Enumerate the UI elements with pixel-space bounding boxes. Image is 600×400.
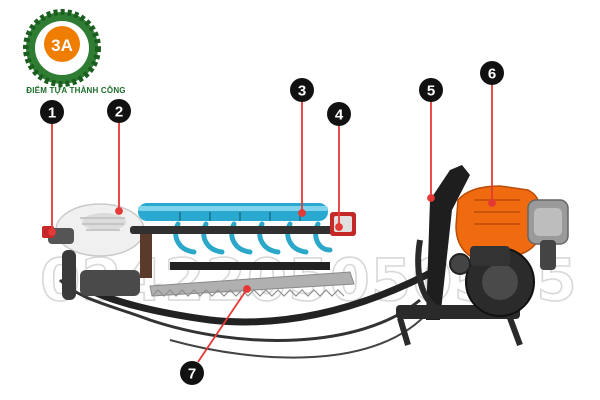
callout-number-5: 5	[427, 83, 435, 100]
callout-leader-lines	[48, 84, 496, 363]
callout-badge-7: 7	[180, 361, 204, 385]
callout-badge-6: 6	[480, 61, 504, 85]
engine-assembly	[449, 185, 569, 317]
callout-badge-5: 5	[419, 78, 443, 102]
air-tube	[138, 203, 328, 221]
leader-dot-7	[243, 285, 251, 293]
callout-number-6: 6	[488, 66, 496, 83]
callout-number-4: 4	[335, 107, 344, 124]
logo-caption: ĐIỂM TỰA THÀNH CÔNG	[26, 86, 126, 95]
callout-badge-2: 2	[107, 99, 131, 123]
leader-dot-4	[335, 223, 343, 231]
leader-dot-1	[48, 228, 56, 236]
brand-logo: 3A AAA	[23, 9, 101, 87]
leader-line-7	[197, 288, 248, 363]
callout-number-3: 3	[298, 83, 306, 100]
leader-dot-3	[298, 209, 306, 217]
callout-badge-4: 4	[327, 102, 351, 126]
callout-badge-1: 1	[40, 100, 64, 124]
leader-dot-5	[427, 194, 435, 202]
blower-housing	[55, 203, 145, 257]
blade-frame	[130, 212, 356, 278]
drive-hose	[86, 264, 444, 326]
cutting-blade	[149, 262, 355, 297]
callout-number-1: 1	[48, 105, 56, 122]
logo-stars-text: AAA	[54, 65, 69, 72]
callout-number-2: 2	[115, 104, 123, 121]
callout-badges: 1 2 3 4 5 6 7	[40, 61, 504, 385]
callout-badge-3: 3	[290, 78, 314, 102]
logo-badge-text: 3A	[51, 36, 73, 55]
control-cable	[58, 278, 421, 342]
front-handle	[42, 226, 140, 300]
leader-dot-2	[115, 207, 123, 215]
leader-dot-6	[488, 199, 496, 207]
callout-number-7: 7	[188, 366, 196, 383]
